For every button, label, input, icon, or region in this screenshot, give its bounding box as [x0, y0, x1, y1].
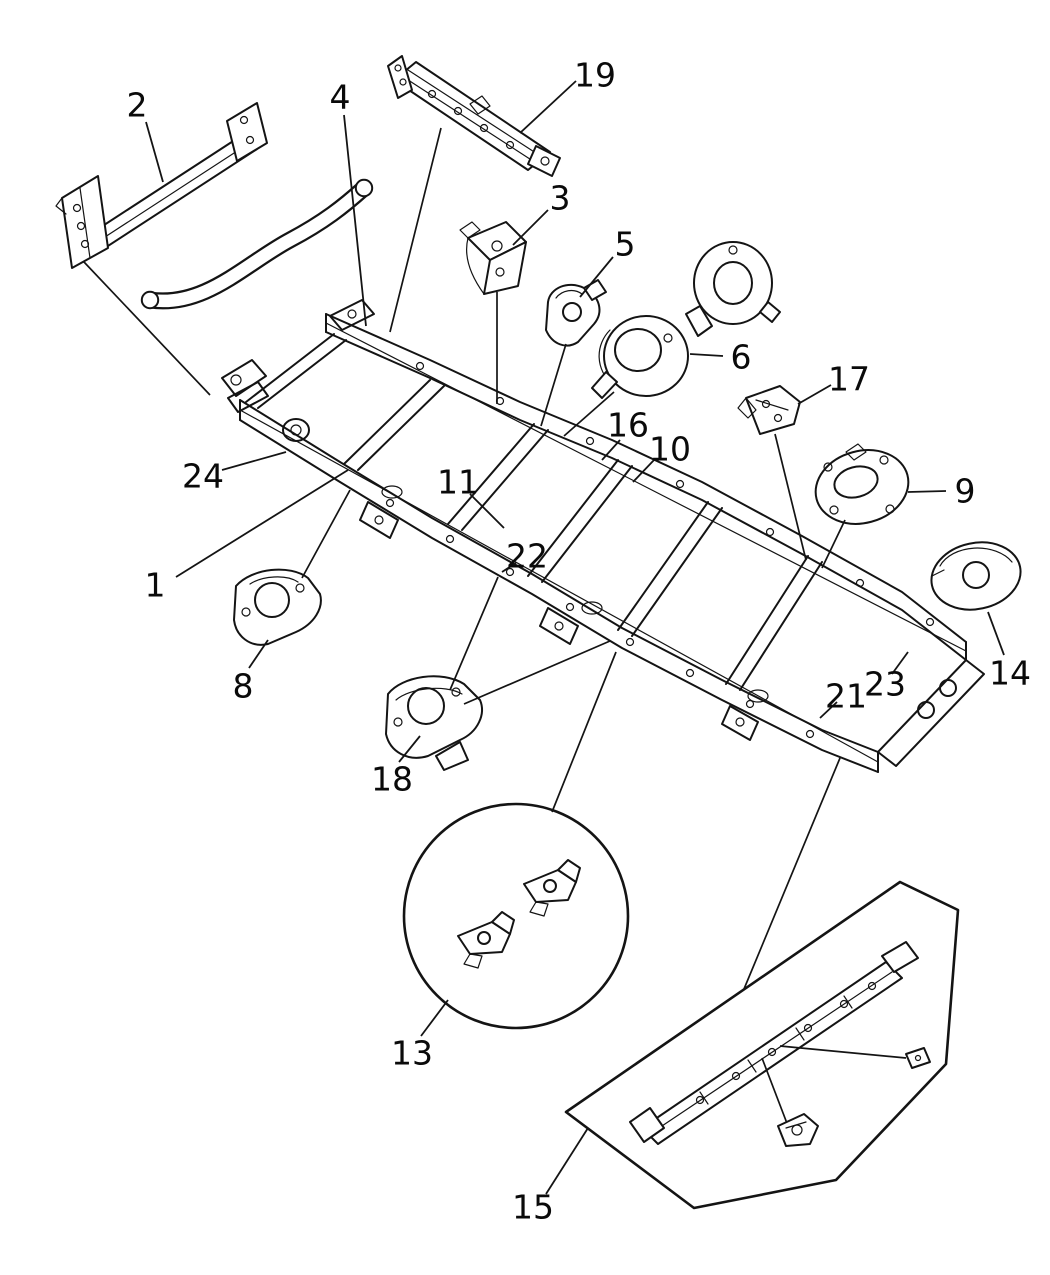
crossmember-2 [343, 379, 445, 471]
callout-leader-4 [343, 114, 367, 327]
part-4-tube [140, 178, 374, 310]
callout-leader-23 [891, 651, 909, 675]
callout-label-13: 13 [391, 1034, 433, 1073]
callout-label-19: 19 [574, 56, 616, 95]
callout-leader-17 [797, 384, 832, 405]
callout-leader-16 [601, 439, 621, 461]
association-lines [83, 127, 846, 990]
part-19-crossmember [387, 55, 561, 177]
callout-label-8: 8 [233, 667, 254, 706]
callout-leader-3 [512, 209, 549, 246]
callout-label-1: 1 [145, 566, 166, 605]
part-6-mounts [591, 241, 781, 399]
callout-leader-1 [175, 469, 349, 578]
rear-crossmember [877, 659, 985, 767]
part-14-bracket [930, 541, 1022, 611]
callout-label-22: 22 [506, 537, 548, 576]
callout-label-14: 14 [989, 654, 1031, 693]
callout-label-9: 9 [955, 472, 976, 511]
part-2-sill-rail [55, 102, 268, 269]
callout-leader-9 [907, 490, 947, 493]
callout-leader-24 [221, 451, 287, 471]
part-8-bracket [233, 568, 322, 646]
crossmember-5 [617, 501, 723, 637]
callout-label-23: 23 [864, 665, 906, 704]
callout-label-10: 10 [649, 430, 691, 469]
callout-leader-5 [579, 256, 614, 298]
callout-label-2: 2 [127, 86, 148, 125]
callout-label-4: 4 [330, 78, 351, 117]
callout-label-18: 18 [371, 760, 413, 799]
callout-label-6: 6 [731, 338, 752, 377]
callout-label-16: 16 [607, 406, 649, 445]
callout-label-15: 15 [512, 1188, 554, 1227]
callout-leader-13 [420, 999, 449, 1037]
callout-label-11: 11 [437, 463, 479, 502]
part-5-bracket [545, 279, 607, 347]
callout-leader-6 [689, 353, 724, 357]
callout-label-5: 5 [615, 225, 636, 264]
callout-label-17: 17 [828, 360, 870, 399]
part-9-mount-plate [814, 443, 910, 525]
callout-leader-14 [987, 611, 1005, 656]
crossmember-4 [527, 459, 633, 583]
part-13-detail-circle [402, 802, 630, 1030]
bolt-holes [385, 361, 935, 739]
callout-leader-21 [819, 701, 838, 719]
part-18-bracket [385, 675, 483, 771]
callout-leader-15 [545, 1127, 589, 1195]
callout-label-21: 21 [825, 677, 867, 716]
frame-assembly [221, 299, 985, 773]
callout-label-24: 24 [182, 457, 224, 496]
callout-leader-11 [469, 493, 505, 529]
callout-leader-10 [632, 459, 655, 483]
callout-leader-8 [248, 639, 269, 669]
part-17-bracket [737, 385, 801, 435]
crossmember-3 [447, 423, 549, 531]
crossmember-front [245, 333, 347, 409]
callout-label-3: 3 [550, 179, 571, 218]
callout-leader-22 [501, 562, 517, 573]
callout-leader-18 [398, 735, 421, 763]
part-15-detail-panel [564, 880, 960, 1210]
part-3-bracket [459, 221, 527, 295]
crossmember-6 [725, 555, 823, 691]
callout-leader-19 [519, 80, 577, 134]
callout-leader-2 [145, 121, 164, 183]
